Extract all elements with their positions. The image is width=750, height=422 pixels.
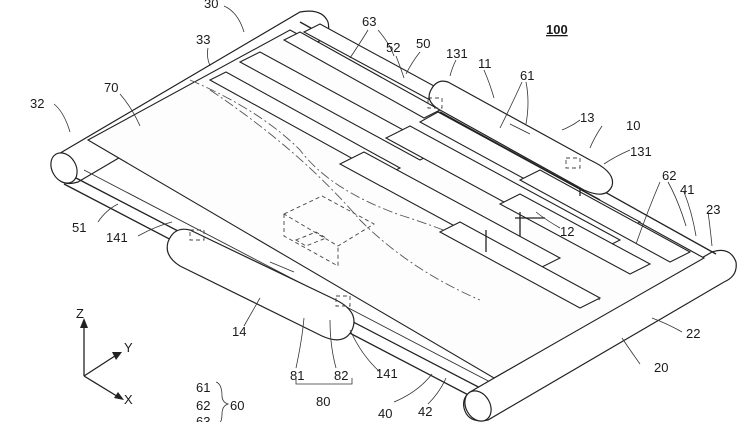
label-41: 41 (680, 182, 694, 197)
label-131-right: 131 (630, 144, 652, 159)
right-roller (427, 80, 614, 195)
label-11: 11 (478, 56, 492, 71)
label-141-bottom: 141 (376, 366, 398, 381)
label-42: 42 (418, 404, 432, 419)
label-82: 82 (334, 368, 348, 383)
label-22: 22 (686, 326, 700, 341)
label-10: 10 (626, 118, 640, 133)
label-63: 63 (362, 14, 376, 29)
label-52: 52 (386, 40, 400, 55)
label-51: 51 (72, 220, 86, 235)
component-module-80 (283, 195, 375, 267)
left-roller (166, 228, 355, 341)
label-50: 50 (416, 36, 430, 51)
bracket-141-right (335, 295, 351, 307)
label-80: 80 (316, 394, 330, 409)
axis-x-label: X (124, 392, 133, 407)
label-12: 12 (560, 224, 574, 239)
axis-triad: Z Y X (76, 306, 133, 407)
y-arrow-icon (112, 352, 122, 360)
legend-60-label: 60 (230, 398, 244, 413)
label-131-top: 131 (446, 46, 468, 61)
support-slats (208, 23, 692, 309)
label-62: 62 (662, 168, 676, 183)
legend-60: 61 62 63 60 (196, 380, 244, 422)
label-81: 81 (290, 368, 304, 383)
bracket-141-left (189, 229, 205, 241)
label-20: 20 (654, 360, 668, 375)
bottom-roller (463, 249, 737, 422)
z-arrow-icon (80, 318, 88, 328)
label-32: 32 (30, 96, 44, 111)
legend-62: 62 (196, 398, 210, 413)
label-61: 61 (520, 68, 534, 83)
label-33: 33 (196, 32, 210, 47)
figure-reference-number: 100 (546, 22, 568, 37)
label-30: 30 (204, 0, 218, 11)
bracket-131-top (427, 97, 443, 109)
x-arrow-icon (114, 392, 124, 400)
label-14: 14 (232, 324, 246, 339)
axis-z-label: Z (76, 306, 84, 321)
label-23: 23 (706, 202, 720, 217)
legend-63: 63 (196, 414, 210, 422)
bracket-131-right (565, 157, 581, 169)
label-13: 13 (580, 110, 594, 125)
label-141-left: 141 (106, 230, 128, 245)
label-70: 70 (104, 80, 118, 95)
label-40: 40 (378, 406, 392, 421)
legend-61: 61 (196, 380, 210, 395)
axis-y-label: Y (124, 340, 133, 355)
leader-lines (53, 5, 713, 405)
